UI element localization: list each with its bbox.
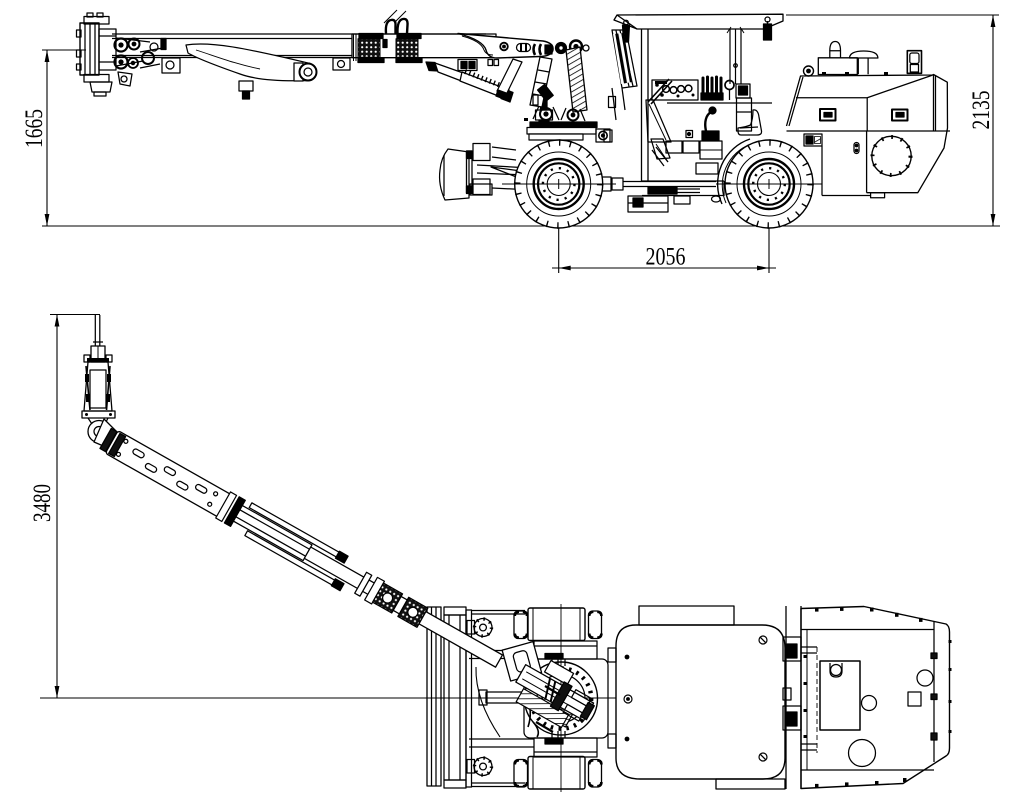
svg-text:1665: 1665 [21,109,48,148]
svg-text:2056: 2056 [646,244,686,271]
svg-text:3480: 3480 [29,484,56,522]
svg-text:2135: 2135 [968,91,995,130]
